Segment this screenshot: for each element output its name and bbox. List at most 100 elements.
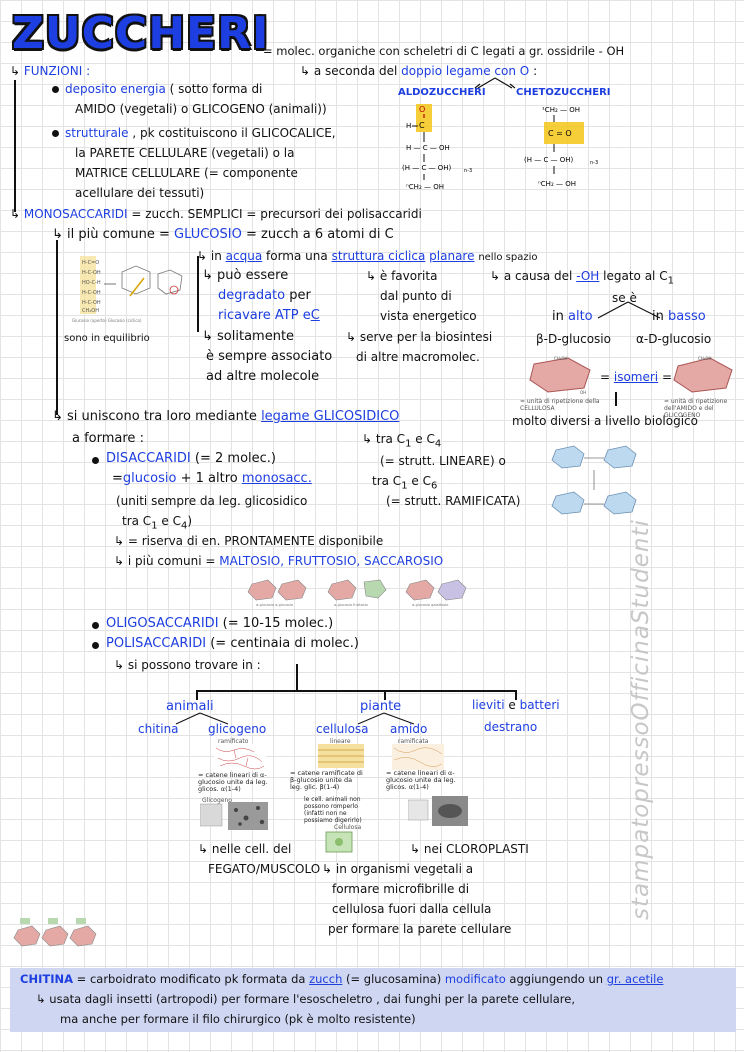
glycogen-structure-image [214,744,266,770]
svg-text:H-C-OH: H-C-OH [82,300,101,306]
funzioni-heading: ↳ FUNZIONI : [10,64,91,78]
svg-text:O: O [419,105,425,114]
svg-text:OH: OH [580,390,586,395]
svg-text:HO-C-H: HO-C-H [82,280,101,286]
branch-arrows-icon [597,301,661,319]
cellulosa-note: le cell. animali non possono romperlo (i… [304,796,362,824]
beta-glucose-ring: CH₂OH OH [529,356,591,395]
bullet [52,130,59,137]
svg-text:H — C — OH: H — C — OH [406,144,450,152]
arrow-icon: ↳ [346,330,360,344]
arrow-icon: ↳ [52,409,68,424]
associato-line: è sempre associato [206,349,333,364]
svg-text:H: H [406,122,411,130]
arrow-icon: ↳ [52,227,68,242]
intro-definition: = molec. organiche con scheletri di C le… [263,44,625,58]
svg-text:¹CH₂ — OH: ¹CH₂ — OH [542,106,580,114]
chitin-structure-image [13,918,97,947]
puo-line: ↳ può essere [202,268,289,283]
plant-cell-image [325,831,353,853]
basso-term: basso [668,309,706,324]
strutturale-line-3: MATRICE CELLULARE (= componente [75,166,298,180]
svg-text:CH₂OH: CH₂OH [82,308,99,314]
glycosidic-bond-diagram [551,445,637,515]
organismi-line-2: formare microfibrille di [332,882,470,896]
svg-text:α-glucosio galattosio: α-glucosio galattosio [412,603,448,607]
trovare-line: ↳ si possono trovare in : [114,658,261,672]
svg-text:C = O: C = O [548,129,572,138]
arrow-icon: ↳ [36,992,50,1006]
solitamente-line: ↳ solitamente [202,329,295,344]
watermark: stampatopressoOfficinaStudenti [628,519,654,920]
strutturale-line-4: acellulare dei tessuti) [75,186,205,200]
tra-c1-c4: ↳ tra C1 e C4 [362,432,442,450]
arrow-icon: ↳ [202,329,218,344]
equilibrio-caption: sono in equilibrio [64,333,150,344]
biosintesi-line-2: di altre macromolec. [356,350,480,364]
organismi-line-4: per formare la parete cellulare [328,922,512,936]
glicosidico-line: ↳ si uniscono tra loro mediante legame G… [52,409,400,424]
tree-line [196,690,198,700]
svg-text:α-glucosio fruttosio: α-glucosio fruttosio [334,603,368,607]
starch-structure-image [392,744,444,770]
svg-text:ⁿCH₂ — OH: ⁿCH₂ — OH [538,180,576,188]
glycogen-micrograph-image [200,802,268,830]
tree-line [196,690,516,692]
svg-text:n-3: n-3 [590,160,598,166]
arrow-icon: ↳ [300,64,314,78]
doppio-legame-term: doppio legame con O [401,64,530,78]
svg-text:α-glucosio α-glucosio: α-glucosio α-glucosio [256,603,293,607]
alpha-glucose-ring: CH₂OH [673,356,733,393]
tra-c1-c6: tra C1 e C6 [372,474,438,492]
amido-item: amido [390,722,428,736]
chitina-line: CHITINA = carboidrato modificato pk form… [20,972,664,986]
arrow-icon: ↳ [114,534,128,548]
cellulosa-image-label: Cellulosa [334,824,362,831]
strutt-lineare: (= strutt. LINEARE) o [380,454,506,468]
arrow-icon: ↳ [198,842,212,856]
fegato-line-2: FEGATO/MUSCOLO [208,862,321,876]
chitina-line-2: ↳ usata dagli insetti (artropodi) per fo… [36,992,576,1006]
alpha-glucosio-label: α-D-glucosio [636,332,712,346]
chetozuccheri-label: CHETOZUCCHERI [516,87,611,98]
lieviti-batteri-label: lieviti e batteri [472,698,560,712]
bullet [92,642,99,649]
favorita-line-2: dal punto di [380,289,452,303]
chloroplast-micrograph-image [408,796,468,826]
arrow-icon: ↳ [366,269,380,283]
arrow-icon: ↳ [10,207,24,221]
svg-text:CH₂OH: CH₂OH [554,356,568,361]
cellulose-structure-image [318,744,364,768]
cellulosa-desc: = catene ramificate di β-glucosio unite … [290,769,363,791]
glicogeno-desc: = catene lineari di α-glucosio unite da … [198,771,268,793]
svg-text:(H — C — OH): (H — C — OH) [524,156,574,164]
tree-line [515,690,517,700]
bracket-line [197,256,199,332]
glucosio-line: ↳ il più comune = GLUCOSIO = zucch a 6 a… [52,227,394,242]
svg-text:CH₂OH: CH₂OH [698,356,712,361]
strutturale-line-2: la PARETE CELLULARE (vegetali) o la [75,146,295,160]
isomeri-line: = isomeri = [600,370,673,384]
ricavare-term: ricavare ATP e [218,308,311,323]
bullet [92,457,99,464]
aldose-structure-diagram: O C H H — C — OH (H — C — OH) n-3 ⁿCH₂ —… [402,104,472,191]
beta-glucosio-label: β-D-glucosio [536,332,611,346]
tree-line [384,690,386,700]
alto-term: alto [568,309,593,324]
svg-text:H-C=O: H-C=O [82,260,99,266]
organismi-line: ↳ in organismi vegetali a [322,862,474,876]
cellulosa-unit-caption: = unità di ripetizione della CELLULOSA [520,398,600,412]
favorita-line-3: vista energetico [380,309,477,323]
page-title: ZUCCHERI [12,8,270,59]
causa-line: ↳ a causa del -OH legato al C1 [490,269,674,287]
mono-heading-line: ↳ MONOSACCARIDI = zucch. SEMPLICI = prec… [10,207,422,221]
carbonile-line: ↳ a seconda del doppio legame con O : [300,64,538,78]
animali-label: animali [166,699,214,714]
organismi-line-3: cellulosa fuori dalla cellula [332,902,492,916]
tree-line [296,664,298,690]
bracket-line [615,392,617,406]
ramificata-caption: ramificata [398,738,429,745]
comuni-line: ↳ i più comuni = MALTOSIO, FRUTTOSIO, SA… [114,554,444,568]
